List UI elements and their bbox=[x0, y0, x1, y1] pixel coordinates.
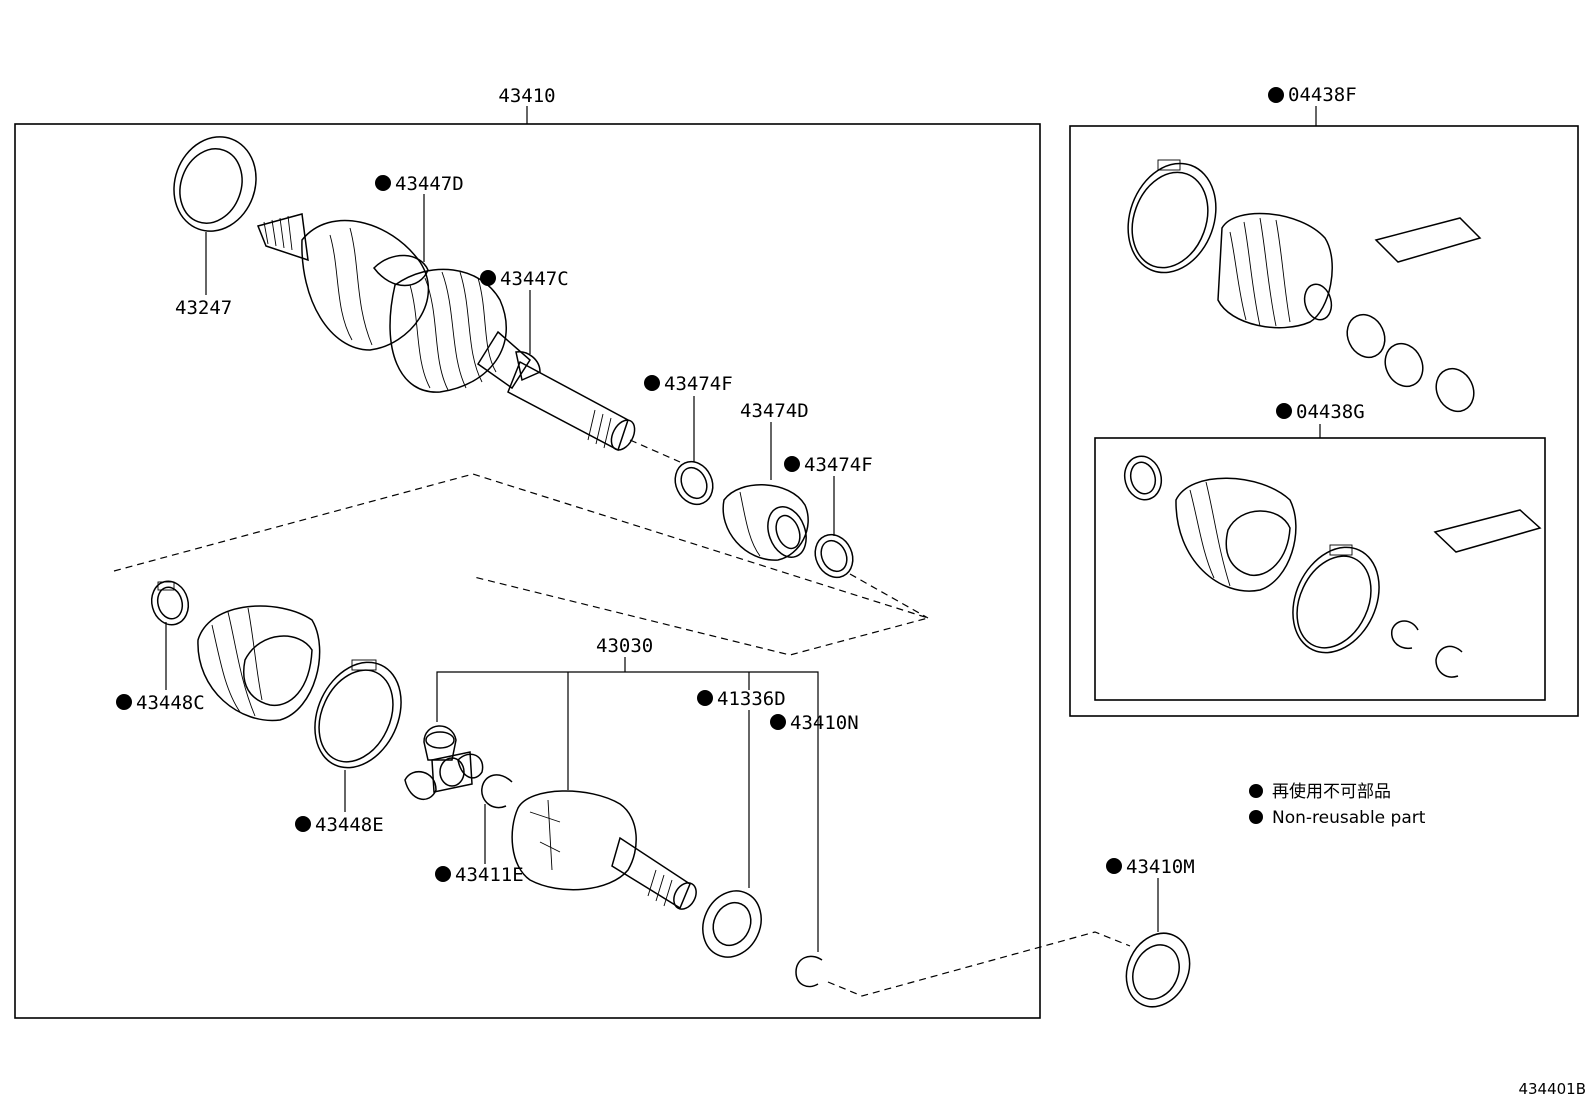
label-43474F-lower: 43474F bbox=[804, 454, 873, 476]
label-43474F-upper: 43474F bbox=[664, 373, 733, 395]
dust-seal-43247 bbox=[173, 136, 257, 232]
nonreusable-dot bbox=[1106, 858, 1122, 874]
kit-04438F-frame bbox=[1069, 125, 1579, 717]
label-43247: 43247 bbox=[175, 297, 232, 319]
kit-04438G-frame bbox=[1094, 437, 1546, 701]
nonreusable-dot bbox=[784, 456, 800, 472]
seal-43410M bbox=[1125, 932, 1191, 1008]
oil-seal-41336D bbox=[702, 890, 762, 958]
tripod-joint bbox=[404, 725, 484, 800]
label-41336D: 41336D bbox=[717, 688, 786, 710]
dynamic-damper-43474D bbox=[722, 484, 809, 561]
snap-ring-43411E bbox=[481, 774, 513, 809]
inner-joint-housing bbox=[511, 790, 697, 910]
label-43411E: 43411E bbox=[455, 864, 524, 886]
legend: 再使用不可部品 Non-reusable part bbox=[1249, 781, 1426, 828]
label-43474D: 43474D bbox=[740, 400, 809, 422]
boot-clamp-43474F-lower bbox=[814, 533, 854, 579]
nonreusable-dot bbox=[1268, 87, 1284, 103]
label-04438G: 04438G bbox=[1296, 401, 1365, 423]
nonreusable-dot bbox=[1249, 784, 1263, 798]
nonreusable-dot bbox=[644, 375, 660, 391]
label-43447D: 43447D bbox=[395, 173, 464, 195]
label-43410M: 43410M bbox=[1126, 856, 1195, 878]
label-43030: 43030 bbox=[596, 635, 653, 657]
snap-ring-guide bbox=[827, 931, 1131, 997]
nonreusable-dot bbox=[116, 694, 132, 710]
kit-04438F-parts bbox=[1127, 159, 1482, 413]
label-43448E: 43448E bbox=[315, 814, 384, 836]
label-43410N: 43410N bbox=[790, 712, 859, 734]
inner-boot bbox=[197, 605, 321, 722]
legend-english: Non-reusable part bbox=[1272, 808, 1426, 828]
snap-ring-43410N bbox=[795, 955, 823, 988]
nonreusable-dot bbox=[770, 714, 786, 730]
diagram-code: 434401B bbox=[1518, 1080, 1586, 1098]
nonreusable-dot bbox=[1276, 403, 1292, 419]
boot-clamp-43448C bbox=[150, 580, 190, 626]
assembly-43410-frame bbox=[14, 123, 1041, 1019]
boot-band-43448E bbox=[314, 659, 402, 769]
grease-packet bbox=[1374, 217, 1482, 263]
kit-04438G-parts bbox=[1123, 455, 1542, 678]
exploded-view-guide bbox=[113, 473, 931, 656]
label-43448C: 43448C bbox=[136, 692, 205, 714]
nonreusable-dot bbox=[480, 270, 496, 286]
label-43410: 43410 bbox=[498, 85, 555, 107]
label-04438F: 04438F bbox=[1288, 84, 1357, 106]
grease-packet bbox=[1433, 509, 1542, 553]
boot-clamp-43474F-upper bbox=[674, 460, 714, 506]
nonreusable-dot bbox=[375, 175, 391, 191]
legend-japanese: 再使用不可部品 bbox=[1272, 781, 1391, 802]
outer-joint-and-shaft bbox=[256, 213, 636, 452]
label-43447C: 43447C bbox=[500, 268, 569, 290]
nonreusable-dot bbox=[295, 816, 311, 832]
nonreusable-dot bbox=[435, 866, 451, 882]
nonreusable-dot bbox=[697, 690, 713, 706]
nonreusable-dot bbox=[1249, 810, 1263, 824]
